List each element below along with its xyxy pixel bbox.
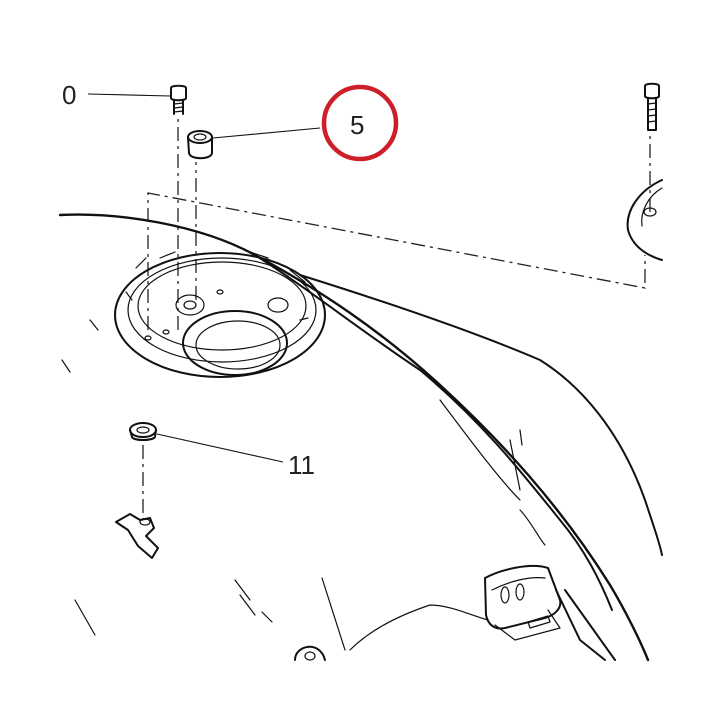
bolt-top-right	[644, 82, 660, 131]
callout-label-11: 11	[288, 450, 315, 480]
callout-leader-lines	[87, 93, 321, 463]
tank-body-outline	[58, 213, 663, 662]
grommet-part-11	[129, 422, 157, 441]
filler-recess	[114, 251, 326, 378]
callout-label-5: 5	[350, 110, 364, 140]
callout-5-highlight-circle	[321, 84, 399, 162]
bracket-clip	[115, 513, 159, 559]
right-cap-fragment	[626, 179, 663, 261]
callout-label-0: 0	[62, 80, 76, 110]
spacer-part-5	[187, 130, 213, 160]
lower-left-fragments	[61, 319, 346, 661]
bolt-part-0	[170, 84, 187, 115]
hinge-bracket	[349, 564, 616, 661]
assembly-reference-lines	[142, 118, 651, 520]
